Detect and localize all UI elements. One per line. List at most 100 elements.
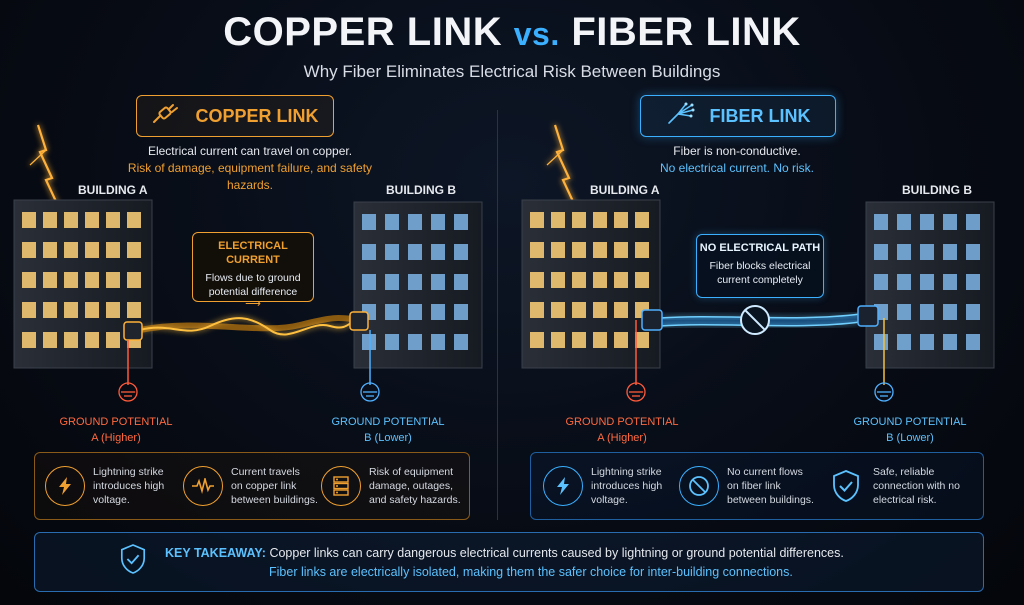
fiber-ground-b-line2: B (Lower): [886, 432, 934, 444]
arrow-right-icon: ⟶: [245, 298, 261, 310]
fiber-ground-b-label: GROUND POTENTIAL B (Lower): [850, 414, 970, 446]
copper-building-a-label: BUILDING A: [78, 183, 148, 197]
fiber-info-2-line3: between buildings.: [727, 494, 814, 506]
building-window: [64, 242, 78, 258]
building-window: [362, 214, 376, 230]
building-window: [431, 304, 445, 320]
copper-ground-a-line1: GROUND POTENTIAL: [59, 416, 173, 428]
takeaway-label: KEY TAKEAWAY:: [165, 546, 266, 560]
building-window: [408, 334, 422, 350]
building-window: [22, 302, 36, 318]
building-window: [385, 304, 399, 320]
fiber-building-a: [521, 199, 661, 369]
building-window: [385, 214, 399, 230]
copper-desc-line1: Electrical current can travel on copper.: [147, 144, 353, 158]
copper-info-3-line3: and safety hazards.: [369, 494, 461, 506]
building-window: [966, 244, 980, 260]
no-symbol-icon: [679, 466, 719, 506]
building-window: [572, 332, 586, 348]
building-window: [408, 304, 422, 320]
building-window: [22, 242, 36, 258]
takeaway-shield-icon: [119, 543, 147, 580]
copper-info-item: Current travels on copper link between b…: [183, 465, 333, 507]
electrical-current-callout: ELECTRICAL CURRENT Flows due to ground p…: [192, 232, 314, 310]
copper-info-text: Current travels on copper link between b…: [231, 465, 318, 507]
building-window: [385, 274, 399, 290]
building-window: [64, 212, 78, 228]
fiber-description: Fiber is non-conductive. No electrical c…: [612, 143, 862, 177]
building-window: [454, 274, 468, 290]
takeaway-line1: Copper links can carry dangerous electri…: [269, 546, 844, 560]
copper-info-1-line2: introduces high: [93, 480, 165, 492]
building-window: [530, 212, 544, 228]
building-window: [920, 304, 934, 320]
no-electrical-path-callout: NO ELECTRICAL PATH Fiber blocks electric…: [696, 234, 824, 298]
building-window: [454, 334, 468, 350]
copper-info-3-line2: damage, outages,: [369, 480, 454, 492]
building-window: [385, 334, 399, 350]
building-window: [614, 242, 628, 258]
copper-info-text: Lightning strike introduces high voltage…: [93, 465, 164, 507]
building-window: [943, 274, 957, 290]
copper-info-1-line1: Lightning strike: [93, 466, 164, 478]
building-window: [22, 332, 36, 348]
copper-info-2-line3: between buildings.: [231, 494, 318, 506]
building-window: [551, 212, 565, 228]
building-window: [635, 272, 649, 288]
fiber-info-1-line2: introduces high: [591, 480, 663, 492]
copper-building-b: [353, 201, 483, 369]
title-vs: vs.: [513, 16, 560, 52]
fiber-header-label: FIBER LINK: [709, 105, 811, 126]
building-window: [43, 332, 57, 348]
building-window: [593, 212, 607, 228]
building-window: [106, 302, 120, 318]
fiber-info-box: Lightning strike introduces high voltage…: [530, 452, 984, 520]
building-window: [920, 274, 934, 290]
building-window: [454, 244, 468, 260]
fiber-info-item: Lightning strike introduces high voltage…: [543, 465, 683, 507]
building-window: [635, 332, 649, 348]
building-window: [920, 244, 934, 260]
building-window: [943, 334, 957, 350]
building-window: [943, 304, 957, 320]
building-window: [874, 244, 888, 260]
building-window: [943, 214, 957, 230]
building-window: [551, 242, 565, 258]
copper-ground-a-symbol: [118, 340, 138, 402]
building-window: [106, 332, 120, 348]
copper-building-b-label: BUILDING B: [386, 183, 456, 197]
lightning-bolt-icon: [45, 466, 85, 506]
fiber-desc-line1: Fiber is non-conductive.: [673, 144, 801, 158]
building-window: [64, 332, 78, 348]
building-window: [551, 272, 565, 288]
copper-ground-a-line2: A (Higher): [91, 432, 141, 444]
building-window: [966, 274, 980, 290]
building-window: [43, 212, 57, 228]
copper-info-2-line2: on copper link: [231, 480, 297, 492]
building-window: [593, 332, 607, 348]
building-window: [572, 212, 586, 228]
building-window: [85, 242, 99, 258]
copper-info-1-line3: voltage.: [93, 494, 130, 506]
copper-callout-title: ELECTRICAL CURRENT: [218, 240, 288, 266]
building-window: [572, 272, 586, 288]
copper-info-text: Risk of equipment damage, outages, and s…: [369, 465, 461, 507]
building-window: [966, 304, 980, 320]
fiber-info-2-line2: on fiber link: [727, 480, 781, 492]
fiber-callout-line2: current completely: [717, 274, 803, 286]
key-takeaway-box: KEY TAKEAWAY: Copper links can carry dan…: [34, 532, 984, 592]
copper-ground-b-label: GROUND POTENTIAL B (Lower): [328, 414, 448, 446]
fiber-cable: [641, 305, 879, 335]
fiber-info-text: Safe, reliable connection with no electr…: [873, 465, 960, 507]
building-window: [572, 242, 586, 258]
building-window: [874, 334, 888, 350]
building-window: [614, 212, 628, 228]
building-window: [897, 304, 911, 320]
copper-callout-line2: potential difference: [208, 286, 298, 298]
fiber-callout-title: NO ELECTRICAL PATH: [699, 242, 821, 254]
fiber-info-3-line3: electrical risk.: [873, 494, 937, 506]
building-window: [874, 214, 888, 230]
fiber-info-3-line2: connection with no: [873, 480, 960, 492]
